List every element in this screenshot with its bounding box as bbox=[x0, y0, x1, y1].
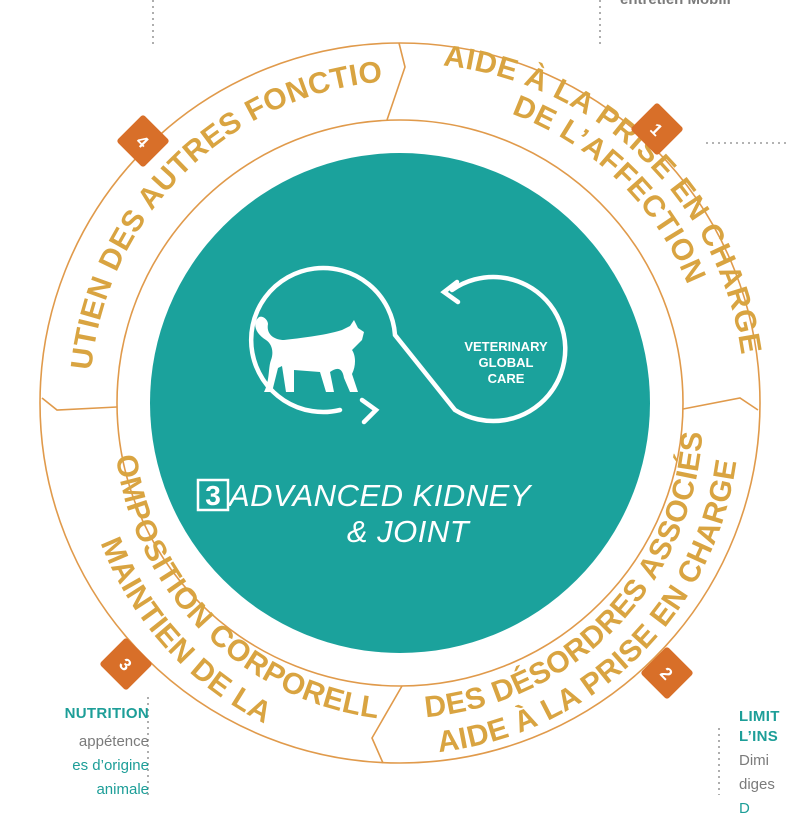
infinity-loop-icon bbox=[249, 265, 568, 425]
veterinary-global-care-label: VETERINARY GLOBAL CARE bbox=[464, 339, 548, 386]
left-panel: NUTRITION appétence es d’origine animale bbox=[65, 702, 149, 802]
left-panel-line-1: appétence bbox=[78, 733, 149, 750]
top-text: entretien Mobili bbox=[620, 0, 731, 8]
center-disc bbox=[150, 153, 650, 653]
care-line-2: GLOBAL bbox=[479, 355, 534, 370]
badge-3: 3 bbox=[100, 638, 152, 690]
right-panel-line-3: D bbox=[739, 800, 750, 817]
cat-icon bbox=[255, 316, 364, 392]
product-number-box bbox=[196, 478, 230, 512]
badge-1: 1 bbox=[631, 103, 683, 155]
product-number: 3 bbox=[205, 480, 221, 511]
badge-4: 4 bbox=[117, 115, 169, 167]
left-panel-line-3: animale bbox=[96, 781, 149, 798]
connector-lines bbox=[147, 0, 789, 795]
badge-2: 2 bbox=[641, 647, 693, 699]
top-cropped-text: entretien Mobili bbox=[620, 0, 731, 12]
right-panel-line-2: diges bbox=[739, 776, 775, 793]
right-panel-line-1: Dimi bbox=[739, 752, 769, 769]
right-panel-heading-1: LIMIT bbox=[739, 708, 780, 725]
care-line-3: CARE bbox=[488, 371, 525, 386]
left-panel-line-2: es d’origine bbox=[72, 757, 149, 774]
product-line-1: ADVANCED KIDNEY bbox=[227, 478, 533, 513]
product-label: 3 ADVANCED KIDNEY & JOINT bbox=[196, 478, 533, 549]
right-panel-heading-2: L’INS bbox=[739, 728, 779, 745]
left-panel-heading: NUTRITION bbox=[64, 705, 149, 722]
global-care-wheel: VETERINARY GLOBAL CARE 3 ADVANCED KIDNEY… bbox=[0, 0, 789, 795]
segment-dividers bbox=[41, 42, 759, 764]
product-line-2: & JOINT bbox=[347, 514, 471, 549]
right-panel: LIMIT L’INS Dimi diges D bbox=[739, 705, 780, 821]
care-line-1: VETERINARY bbox=[464, 339, 548, 354]
